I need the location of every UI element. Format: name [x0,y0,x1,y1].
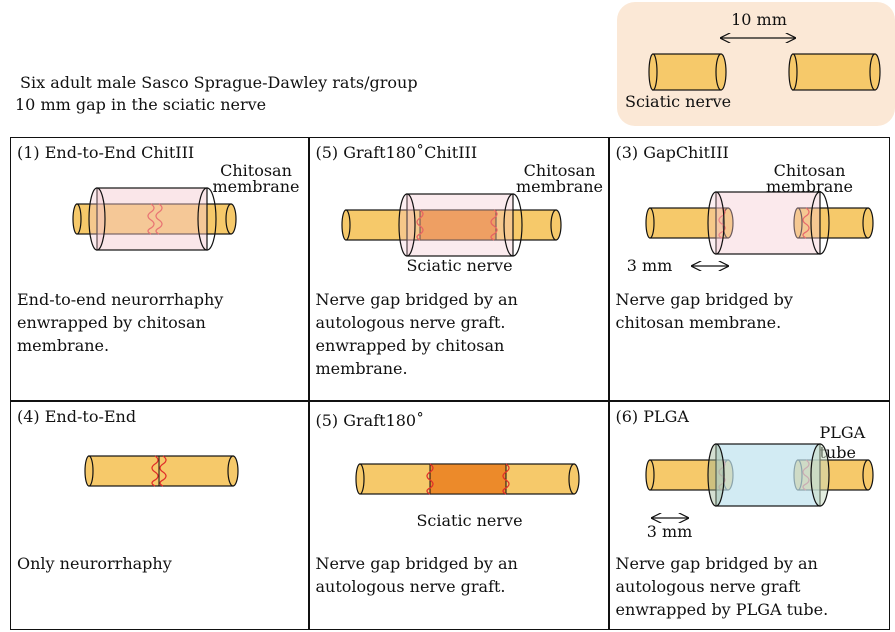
suture [425,462,510,495]
gap-schematic-drawing [648,2,881,91]
gap-distance-label: 3 mm [626,256,673,275]
gap-chitosan-drawing [644,191,874,273]
chitosan-membrane-label: Chitosan membrane [765,161,853,196]
group-cell-end-to-end: (4) End-to-End Only neurorrhaphy [11,402,308,630]
chitosan-membrane [706,191,830,255]
group-description: End-to-end neurorrhaphy enwrapped by chi… [17,290,224,355]
graft180-chitosan-drawing [340,193,562,257]
group-description: Nerve gap bridged by chitosan membrane. [615,290,793,332]
end-to-end-drawing [84,454,239,487]
group-title: (3) GapChitIII [615,143,729,162]
sciatic-nerve-label: Sciatic nerve [406,256,513,275]
header-line-2: 10 mm gap in the sciatic nerve [15,95,267,114]
plga-tube-drawing [644,442,874,542]
group-description: Nerve gap bridged by an autologous nerve… [615,553,829,619]
suture [415,209,498,241]
sciatic-nerve-label: Sciatic nerve [416,510,523,530]
nerve [72,203,237,235]
group-title: (5) Graft180˚ [315,410,425,430]
group-description: Only neurorrhaphy [17,553,172,573]
group-title: (4) End-to-End [17,406,137,426]
proximal-nerve-stump [648,53,727,91]
suture [147,203,163,235]
gap-distance-label: 3 mm [646,521,693,541]
group-title: (6) PLGA [615,406,689,426]
group-cell-graft180: (5) Graft180˚ Sciatic nerve Nerve gap br… [310,402,608,630]
distal-nerve-stump [788,53,881,91]
group-title: (5) Graft180˚ChitIII [315,143,478,162]
nerve-graft [419,209,496,241]
chitosan-membrane-label: Chitosan membrane [212,161,300,196]
group-cell-gap-chit: (3) GapChitIII Chitosan membrane [610,138,890,400]
inset-nerve-label: Sciatic nerve [625,92,732,111]
inset-gap-label: 10 mm [731,10,787,29]
experimental-groups-table: (1) End-to-End ChitIII Chitosan membrane… [10,137,890,630]
suture [717,207,810,239]
proximal-nerve-stump [644,458,734,491]
chitosan-membrane [397,193,523,257]
graft180-drawing [354,462,580,495]
nerve-graft [429,463,506,494]
proximal-nerve-stump [644,207,734,239]
chitosan-membrane-label: Chitosan membrane [515,161,603,196]
group-cell-graft180-chit: (5) Graft180˚ChitIII Chitosan membrane S… [310,138,608,400]
chitosan-membrane [88,187,217,251]
plga-tube [706,442,830,507]
gap-schematic-inset: 10 mm Sciatic nerve [617,2,895,126]
suture [151,454,167,487]
group-cell-plga: (6) PLGA PLGA tube [610,402,890,630]
group-cell-end-to-end-chit: (1) End-to-End ChitIII Chitosan membrane… [11,138,308,400]
group-description: Nerve gap bridged by an autologous nerve… [315,553,518,596]
group-title: (1) End-to-End ChitIII [17,143,195,162]
end-to-end-chitosan-drawing [72,187,237,251]
header-line-1: Six adult male Sasco Sprague-Dawley rats… [20,73,418,92]
group-description: Nerve gap bridged by an autologous nerve… [315,290,518,378]
plga-tube-label: PLGA tube [819,422,866,462]
distal-nerve-stump [792,207,874,239]
